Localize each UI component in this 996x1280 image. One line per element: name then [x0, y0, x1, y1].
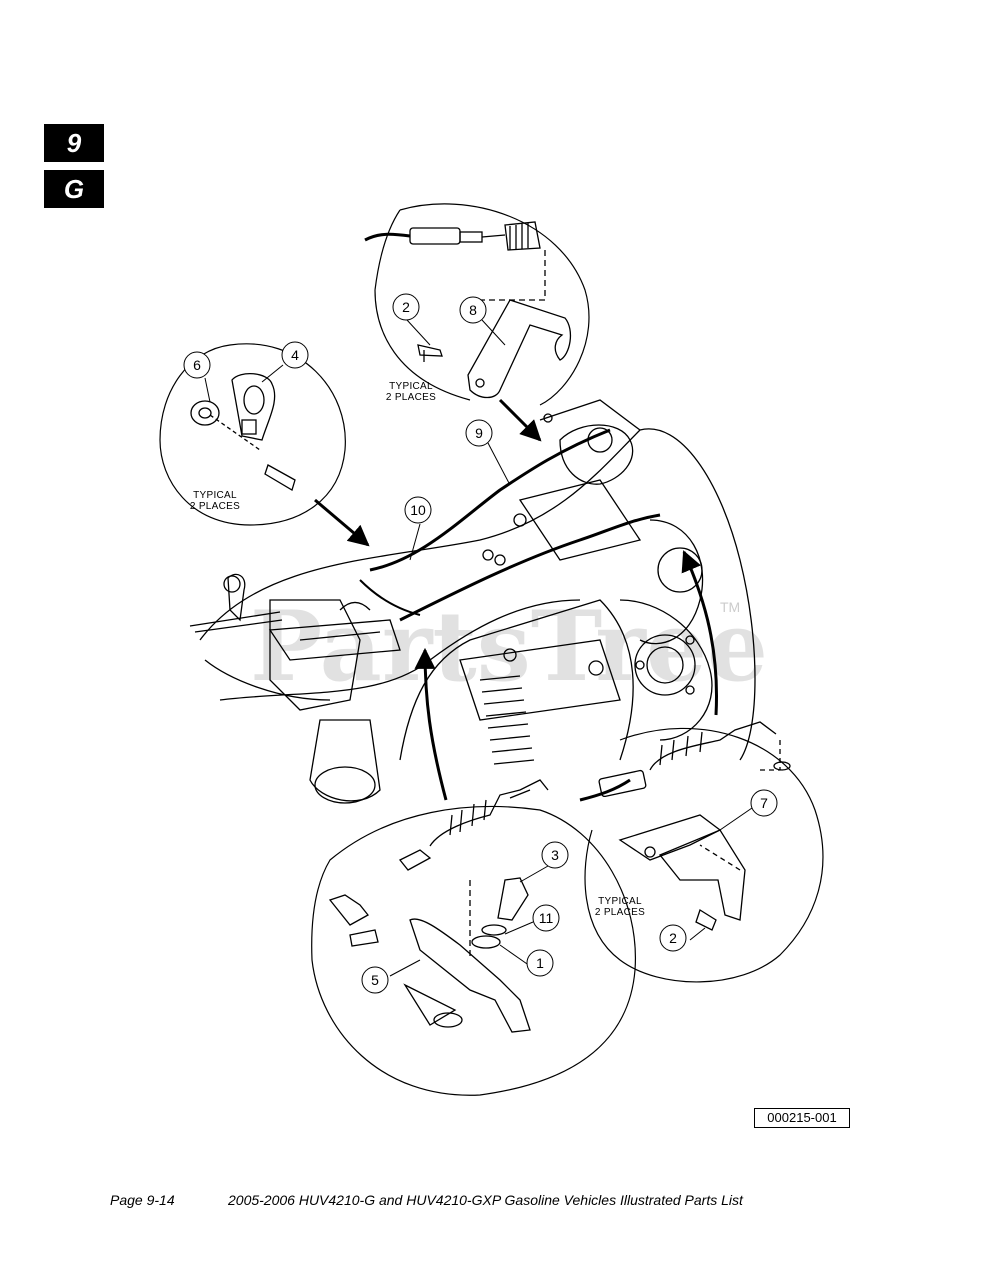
detail-circles	[159, 203, 824, 1096]
note-left-typical-2: 2 PLACES	[190, 501, 240, 512]
callout-2-top: 2	[402, 299, 410, 315]
pointer-arrows	[314, 398, 718, 801]
note-left-typical-1: TYPICAL	[193, 490, 237, 501]
watermark-text: PartsTree	[250, 590, 768, 703]
top-detail-parts	[364, 221, 572, 399]
section-tab-letter: G	[44, 170, 104, 208]
callout-3: 3	[551, 847, 559, 863]
callout-8: 8	[469, 302, 477, 318]
figure-id: 000215-001	[754, 1108, 850, 1128]
note-top-typical-2: 2 PLACES	[386, 392, 436, 403]
note-right-typical-1: TYPICAL	[598, 896, 642, 907]
right-detail-parts	[579, 721, 791, 931]
callout-7: 7	[760, 795, 768, 811]
callout-4: 4	[291, 347, 299, 363]
note-right-typical-2: 2 PLACES	[595, 907, 645, 918]
bottom-detail-parts	[328, 779, 549, 1033]
callout-6: 6	[193, 357, 201, 373]
note-top-typical-1: TYPICAL	[389, 381, 433, 392]
callout-1: 1	[536, 955, 544, 971]
callout-2-right: 2	[669, 930, 677, 946]
callout-circles	[183, 293, 778, 994]
section-tab-chapter: 9	[44, 124, 104, 162]
callout-9: 9	[475, 425, 483, 441]
callout-5: 5	[371, 972, 379, 988]
callout-11: 11	[539, 910, 554, 926]
left-detail-parts	[190, 373, 296, 491]
footer-page-number: Page 9-14	[110, 1192, 175, 1208]
leader-lines	[204, 319, 753, 977]
watermark-tm: TM	[720, 599, 740, 615]
callout-10: 10	[410, 502, 426, 518]
footer-document-title: 2005-2006 HUV4210-G and HUV4210-GXP Gaso…	[228, 1192, 743, 1208]
